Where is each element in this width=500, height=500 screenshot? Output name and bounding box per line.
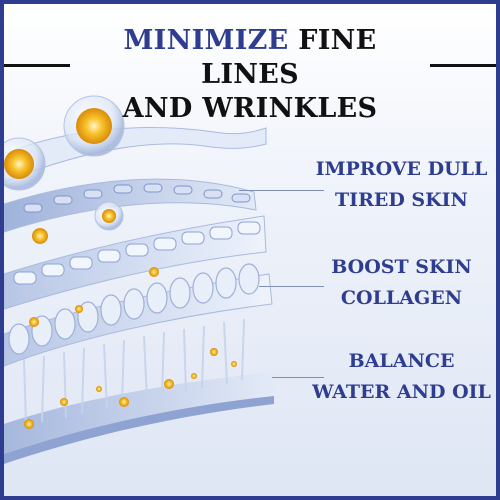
upper-layer [4,178,257,233]
callout-improve-skin: IMPROVE DULL TIRED SKIN [309,154,494,216]
headline: MINIMIZE FINE LINES AND WRINKLES [4,24,496,126]
callout-line: WATER AND OIL [312,381,491,403]
callout-line: COLLAGEN [340,287,463,309]
gold-capsules [4,95,237,429]
headline-line1: MINIMIZE FINE LINES [4,24,496,92]
title-rule-left [4,63,70,67]
pointer-line-1 [239,190,324,191]
headline-rest: FINE LINES [201,25,377,90]
callout-line: IMPROVE DULL [315,158,488,180]
fiber-strands [23,318,245,425]
title-rule-right [430,63,496,67]
skin-layers-illustration [4,95,274,464]
callout-line: BOOST SKIN [331,256,472,278]
callout-boost-collagen: BOOST SKIN COLLAGEN [309,252,494,314]
headline-line2: AND WRINKLES [122,93,378,124]
upper-cells [23,183,251,213]
epidermis-cells [13,221,261,285]
callout-line: BALANCE [348,350,455,372]
pointer-line-2 [259,286,324,287]
headline-accent-word: MINIMIZE [123,25,289,56]
base-layer [4,372,274,454]
pointer-line-3 [272,377,324,378]
callout-balance-water-oil: BALANCE WATER AND OIL [309,346,494,408]
callout-line: TIRED SKIN [335,189,468,211]
dermis-cells [8,263,260,355]
